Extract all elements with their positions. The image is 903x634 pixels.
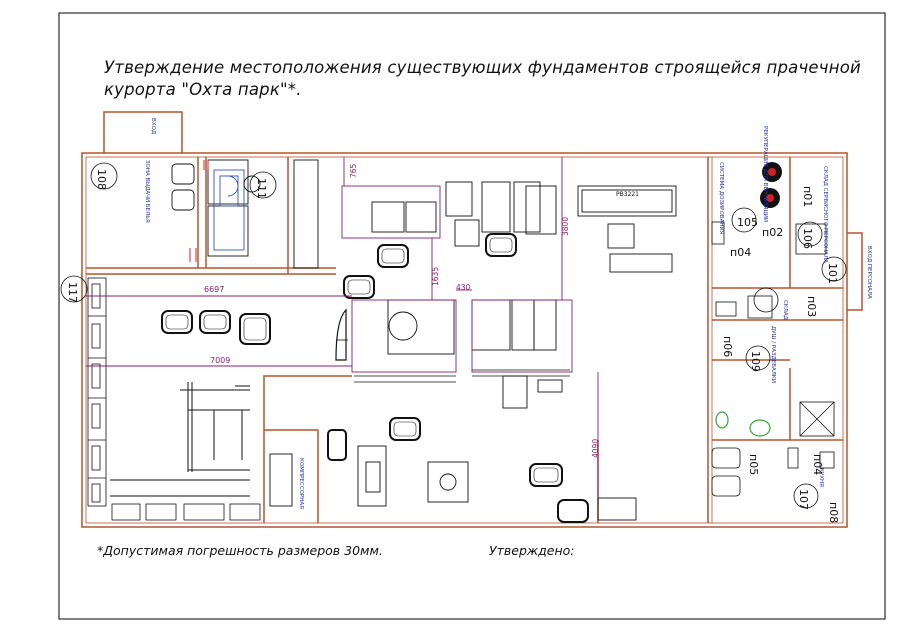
dim-4090: 4090: [591, 439, 600, 458]
dim-430: 430: [456, 283, 471, 292]
label-staff-storage: СКЛАД СЕРВИСНОГО ПЕРСОНАЛА: [822, 166, 828, 263]
sorting-tables: [110, 382, 250, 497]
room-p08: п08: [827, 502, 840, 523]
label-entry-top: ВХОД: [150, 118, 156, 135]
label-issue-zone: ЗОНА ВЫДАЧИ БЕЛЬЯ: [144, 160, 150, 223]
machines: [207, 159, 677, 521]
room-109: 109: [749, 351, 762, 372]
dim-765: 765: [349, 163, 358, 178]
dimension-lines: [86, 157, 599, 498]
room-117: 117: [66, 282, 79, 303]
room-p04b: п04: [811, 454, 824, 475]
dim-6697: 6697: [204, 285, 224, 294]
dim-7009: 7009: [210, 356, 230, 365]
room-107: 107: [797, 489, 810, 510]
room-p01: п01: [801, 186, 814, 207]
building-walls: [81, 111, 863, 528]
room-101: 101: [826, 263, 839, 284]
drawing-title-line-2: курорта "Охта парк"*.: [104, 80, 302, 99]
sheet-frame: [58, 12, 886, 620]
label-compressor: КОМПРЕССОРНАЯ: [298, 458, 304, 509]
right-core-fixtures: [711, 221, 835, 497]
room-p02: п02: [762, 226, 783, 239]
room-105: 105: [737, 216, 758, 229]
issue-zone-equipment: [213, 169, 245, 251]
label-kitchen: КУХНЯ: [818, 468, 824, 487]
rails: [336, 339, 570, 383]
room-111: 111: [255, 178, 268, 199]
entry-furniture: [171, 163, 261, 211]
red-markers: [189, 160, 209, 262]
ramp: [335, 308, 347, 361]
label-recuperation: РЕКУПЕРАЦИЯ ДЛЯ ВЕНТИЛЯЦИИ: [762, 126, 768, 222]
ventilation-units: [760, 162, 782, 208]
approved-label: Утверждено:: [489, 543, 575, 558]
tolerance-note: *Допустимая погрешность размеров 30мм.: [97, 543, 383, 558]
room-p04a: п04: [730, 246, 751, 259]
drawing-title-line-1: Утверждение местоположения существующих …: [104, 58, 861, 77]
room-108: 108: [95, 169, 108, 190]
label-dosing-system: СИСТЕМА ДОЗИРОВАНИЯ: [718, 162, 724, 235]
washers-left: [161, 233, 589, 523]
ironer-label: PB3221: [616, 191, 639, 198]
room-tag-circles: [60, 162, 847, 509]
room-106b: 106: [801, 228, 814, 249]
dim-3800: 3800: [561, 217, 570, 236]
sanitary-fixtures: [715, 411, 771, 437]
label-storage-right: СКЛАД: [782, 300, 788, 321]
room-p05: п05: [747, 454, 760, 475]
washers-inner: [165, 237, 559, 483]
label-staff-entry: ВХОД ПЕРСОНАЛА: [866, 246, 872, 299]
left-shelving: [87, 277, 261, 521]
room-p06: п06: [721, 336, 734, 357]
dim-1635: 1635: [431, 267, 440, 286]
room-p03: п03: [805, 296, 818, 317]
label-shower-room: ДУШ / РАЗДЕВАЛКИ: [770, 326, 776, 383]
